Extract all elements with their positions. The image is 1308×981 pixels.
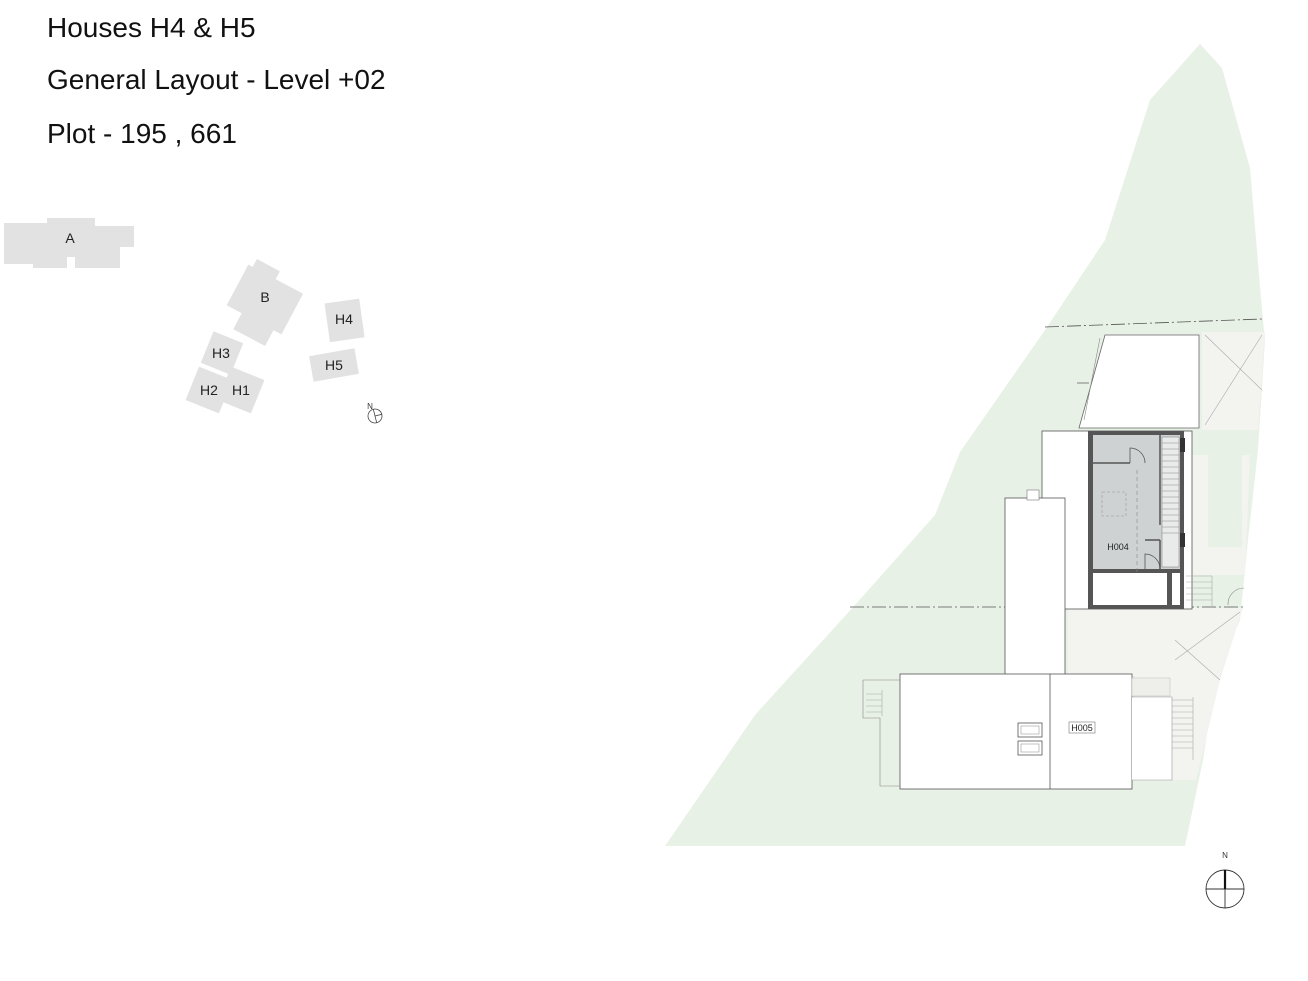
paving-hatch-lower — [1174, 611, 1241, 681]
stair-icon — [1161, 436, 1180, 568]
wall-accent-1 — [1180, 533, 1185, 547]
unit-h005-label-box — [1068, 721, 1096, 734]
site-north-label: N — [1222, 851, 1228, 860]
drawing-title: Houses H4 & H5 — [47, 12, 256, 43]
key-building-b-label: B — [260, 289, 269, 305]
drawing-subtitle: General Layout - Level +02 — [47, 64, 386, 95]
unit-h005-outline[interactable] — [899, 673, 1133, 790]
key-building-h4[interactable] — [324, 298, 365, 343]
skylight-1 — [1017, 722, 1043, 738]
h005-right-steps — [1172, 697, 1194, 760]
door-swing-lower — [1144, 553, 1161, 570]
projection-top — [1026, 489, 1040, 501]
unit-h005-label[interactable]: H005 — [1071, 723, 1093, 733]
side-lawn — [1208, 455, 1242, 547]
key-plan: A B H4 H3 H5 H2 H1 N — [4, 218, 383, 424]
paving-hatch-upper — [1204, 334, 1263, 426]
key-building-b[interactable] — [218, 257, 307, 351]
wall-top — [1088, 431, 1184, 435]
h005-left-terrace — [862, 679, 900, 787]
wall-bottom — [1088, 605, 1184, 609]
roof-planter-edge — [1083, 337, 1101, 421]
wall-right-lower — [1167, 569, 1172, 609]
skylight-1-inner — [1020, 725, 1040, 735]
wall-right — [1180, 431, 1184, 609]
skylight-2 — [1017, 740, 1043, 756]
key-building-h3[interactable] — [200, 331, 244, 375]
door-swing-upper — [1129, 447, 1146, 464]
h005-right-terrace — [1132, 696, 1173, 781]
skylight-2-inner — [1020, 743, 1040, 753]
key-north-label: N — [367, 402, 373, 411]
side-steps-upper — [1186, 575, 1213, 606]
key-building-a[interactable] — [4, 218, 134, 268]
key-building-h3-label: H3 — [212, 345, 230, 361]
h004-lower-room — [1093, 573, 1167, 605]
wall-mid — [1088, 569, 1184, 573]
gate-swing — [1227, 587, 1245, 606]
skylight-outline — [1101, 491, 1127, 517]
wall-left — [1088, 431, 1093, 609]
plot-number: Plot - 195 , 661 — [47, 118, 237, 149]
key-north-arrow-icon — [367, 408, 383, 424]
key-building-h2[interactable] — [185, 366, 233, 414]
key-building-h2-label: H2 — [200, 382, 218, 398]
key-building-h5-label: H5 — [325, 357, 343, 373]
site-plan: H004 H005 N — [665, 44, 1265, 909]
side-paving — [1202, 332, 1265, 430]
site-north-arrow-icon — [1205, 869, 1245, 909]
h005-top-step — [1131, 677, 1171, 697]
unit-h004-label[interactable]: H004 — [1107, 542, 1129, 552]
key-building-h1[interactable] — [217, 366, 265, 414]
key-building-a-label: A — [65, 230, 75, 246]
wall-accent-2 — [1180, 438, 1185, 452]
h005-left-steps — [866, 690, 883, 716]
roof-planter — [1078, 334, 1200, 429]
key-building-h5[interactable] — [309, 348, 359, 382]
key-building-h4-label: H4 — [335, 311, 353, 327]
key-building-h1-label: H1 — [232, 382, 250, 398]
side-projection — [1004, 497, 1066, 677]
boundary-line-upper — [1044, 318, 1263, 328]
